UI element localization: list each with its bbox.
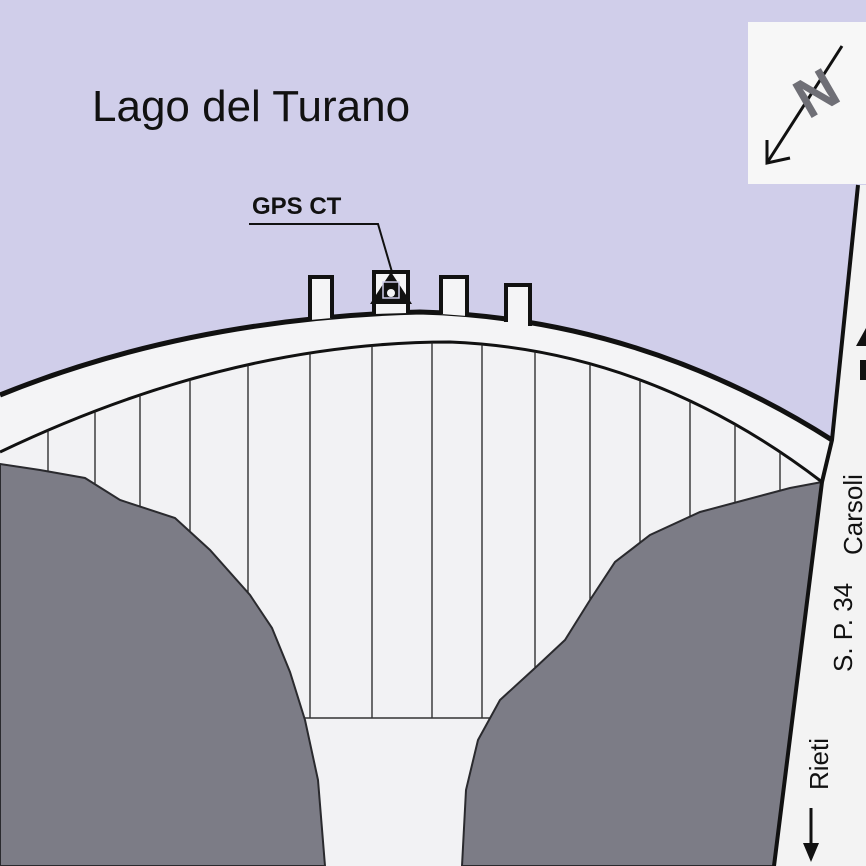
lake-area xyxy=(0,0,866,440)
destination-carsoli: Carsoli xyxy=(838,474,866,555)
gps-station-label: GPS CT xyxy=(252,193,342,220)
arrow-up-icon xyxy=(856,328,866,380)
gps-leader-line xyxy=(249,223,393,273)
dam-downstream-edge xyxy=(0,340,823,484)
road-number-label: S. P. 34 xyxy=(828,583,858,672)
triangle-station-icon xyxy=(370,272,412,304)
lake-title: Lago del Turano xyxy=(92,82,410,131)
dam-crest-upstream-edge xyxy=(0,309,834,443)
crest-tower xyxy=(439,275,469,316)
left-rock-cliff xyxy=(0,462,327,866)
arrow-down-icon xyxy=(803,808,819,862)
destination-rieti: Rieti xyxy=(804,738,834,790)
crest-tower xyxy=(308,275,334,320)
right-rock-cliff xyxy=(460,480,823,866)
road-west-edge xyxy=(772,184,860,866)
crest-tower xyxy=(504,283,532,326)
